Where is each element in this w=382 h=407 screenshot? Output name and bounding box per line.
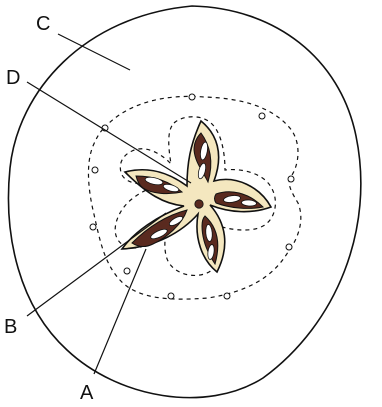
label-c: C <box>36 13 50 35</box>
label-d: D <box>6 67 20 89</box>
vascular-bundle <box>286 244 292 250</box>
vascular-bundle <box>124 268 130 274</box>
label-a: A <box>80 382 94 404</box>
leader-line-a <box>94 249 146 374</box>
leader-line-b <box>27 213 166 316</box>
diagram-labels: C D B A <box>4 13 94 404</box>
leader-line-c <box>58 34 130 70</box>
vascular-bundle <box>224 293 230 299</box>
vascular-bundle <box>288 176 294 182</box>
vascular-bundle <box>259 113 265 119</box>
vascular-bundle <box>168 293 174 299</box>
label-b: B <box>4 316 17 338</box>
vascular-bundle <box>189 94 195 100</box>
star-shaped-core <box>122 121 271 272</box>
vascular-bundle <box>92 167 98 173</box>
leader-line-d <box>27 82 191 183</box>
label-lines <box>27 34 191 374</box>
vascular-bundle <box>90 224 96 230</box>
core-center-dot <box>195 200 203 208</box>
